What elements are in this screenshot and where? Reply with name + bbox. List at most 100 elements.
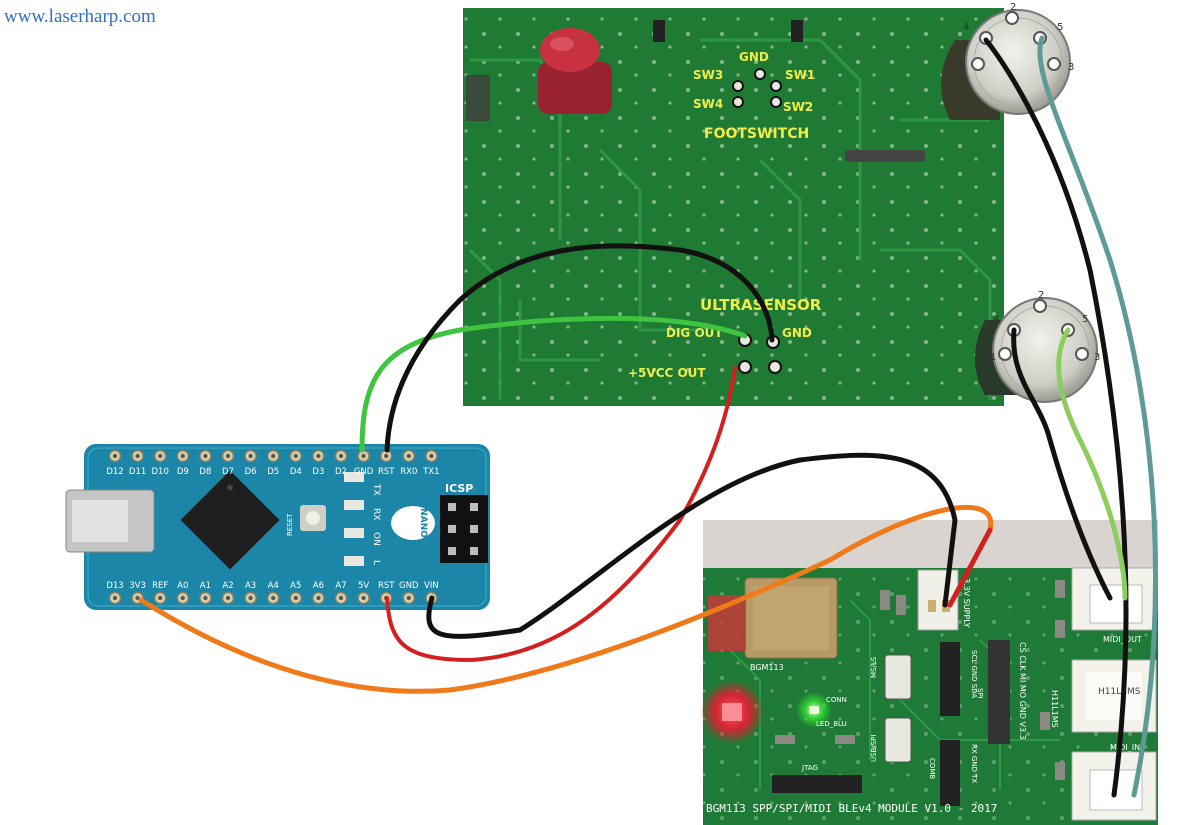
- din-bottom-pin-label: 4: [993, 314, 999, 325]
- nano-pin-label: VIN: [424, 581, 439, 591]
- nano-pin-label: A4: [268, 581, 279, 591]
- wire-black-din-bottom-to-midi-out: [1011, 327, 1113, 601]
- label-sw2: SW2: [783, 100, 813, 114]
- nano-pin-label: D13: [106, 581, 123, 591]
- uart-label: RX GND TX: [970, 744, 978, 783]
- smd-components: [775, 580, 1065, 780]
- nano-pin-label: REF: [152, 581, 168, 591]
- din-pin: [1047, 57, 1061, 71]
- wire-lightgreen-din-bottom-to-midi-out: [1056, 327, 1128, 601]
- wire-orange-3v3-to-supply: [138, 504, 994, 694]
- nano-pin-label: D12: [106, 467, 123, 477]
- led-rx-label: RX: [371, 508, 381, 520]
- midi-in-label: MIDI_IN: [1110, 743, 1140, 752]
- nano-logo-text: NANO: [418, 508, 428, 538]
- nano-pin-label: D9: [177, 467, 189, 477]
- nano-pin-label: A2: [222, 581, 233, 591]
- pin-pair: [653, 20, 665, 42]
- label-sw4: SW4: [693, 97, 723, 111]
- board-leds: [344, 472, 364, 566]
- nano-pin-label: RST: [378, 467, 395, 477]
- nano-pin-label: A5: [290, 581, 301, 591]
- module-footer-label: BGM113 SPP/SPI/MIDI BLEv4 MODULE V1.0 - …: [706, 802, 997, 815]
- nano-pin-label: D7: [222, 467, 234, 477]
- din-pin: [971, 57, 985, 71]
- midi-out-label: MIDI_OUT: [1103, 635, 1142, 644]
- wire-black-gnd-to-sensor: [384, 243, 775, 453]
- jumper-ms: [884, 654, 912, 700]
- wire-red-power-lead: [947, 527, 993, 608]
- label-sw3: SW3: [693, 68, 723, 82]
- icsp-label: ICSP: [445, 482, 473, 495]
- nano-pin-label: D2: [335, 467, 347, 477]
- din-bottom-pin-label: 5: [1082, 314, 1088, 325]
- wire-black-gnd-to-supply: [426, 452, 958, 639]
- label-footswitch-gnd: GND: [739, 50, 769, 64]
- din-pin: [1033, 299, 1047, 313]
- din-pin: [998, 347, 1012, 361]
- wire-black-din-top-to-midi-in: [983, 37, 1129, 798]
- din-bottom-pin-label: 1: [990, 352, 996, 363]
- chip-label: BGM113: [750, 663, 784, 672]
- led-on-label: ON: [371, 532, 381, 546]
- footswitch-pads: [732, 68, 782, 108]
- din-pin: [1075, 347, 1089, 361]
- nano-pin-label: D8: [199, 467, 211, 477]
- power-label: 3.3V SUPPLY: [962, 578, 971, 628]
- din-top-pin-label: 1: [960, 62, 966, 73]
- wire-red-5v-to-vcc: [385, 366, 737, 663]
- nano-pin-label: A6: [313, 581, 324, 591]
- nano-pin-label: 5V: [358, 581, 369, 591]
- din-bottom-pin-label: 2: [1038, 290, 1044, 301]
- nano-pin-label: A1: [200, 581, 211, 591]
- i2c-label: SCL GND SDA: [970, 650, 978, 698]
- nano-logo: [391, 506, 435, 540]
- label-sw1: SW1: [785, 68, 815, 82]
- nano-pin-label: D11: [129, 467, 146, 477]
- din-top-pin-label: 2: [1010, 2, 1016, 13]
- nano-pin-label: D4: [290, 467, 302, 477]
- pcb-traces: [468, 38, 992, 400]
- nano-pin-label: A7: [335, 581, 346, 591]
- atmega-chip: [180, 470, 280, 570]
- comb-label: COMB: [928, 758, 936, 779]
- wire-green-d2-to-dig-out: [359, 315, 748, 453]
- din-bottom-pin-label: 3: [1094, 352, 1100, 363]
- nano-pin-label: GND: [399, 581, 419, 591]
- led-l-label: L: [371, 560, 381, 565]
- label-vcc-out: +5VCC OUT: [628, 366, 706, 380]
- ultrasensor-pads: [738, 333, 782, 374]
- led-tx-label: TX: [371, 483, 381, 496]
- header-spi: [988, 640, 1010, 744]
- spi-pins-label: CS CLK MI MO GND V3.3: [1018, 642, 1027, 740]
- ble-module-board: BGM113 CONN LED_BLU MS/LS USB/SPI SCL GN…: [700, 520, 1158, 825]
- nano-pin-label: A0: [177, 581, 188, 591]
- nano-pin-label: D10: [152, 467, 169, 477]
- red-push-button: [538, 28, 612, 114]
- pin-header-row: [845, 150, 925, 162]
- nano-pin-label: 3V3: [129, 581, 146, 591]
- nano-pin-label: RST: [378, 581, 395, 591]
- header-uart: [940, 740, 960, 806]
- din-top-pin-label: 5: [1057, 22, 1063, 33]
- label-footswitch: FOOTSWITCH: [704, 126, 809, 142]
- optocoupler-part-label: H11L1MS: [1098, 687, 1141, 697]
- din-top-pin-label: 4: [963, 22, 969, 33]
- reset-label: RESET: [286, 513, 294, 536]
- led-blu-label: LED_BLU: [816, 720, 847, 728]
- wire-black-power-lead: [942, 517, 958, 608]
- label-ultrasensor-gnd: GND: [782, 326, 812, 340]
- nano-pin-label: D3: [312, 467, 324, 477]
- green-led: [809, 706, 819, 714]
- din-top-pin-label: 3: [1068, 62, 1074, 73]
- red-led: [722, 703, 742, 721]
- header-i2c: [940, 642, 960, 716]
- label-dig-out: DIG OUT: [666, 326, 723, 340]
- jumper-usb: [884, 717, 912, 763]
- jtag-label: JTAG: [801, 764, 818, 772]
- spi-label: SPI: [976, 688, 984, 699]
- site-watermark: www.laserharp.com: [4, 6, 156, 27]
- header-jtag: [772, 775, 862, 793]
